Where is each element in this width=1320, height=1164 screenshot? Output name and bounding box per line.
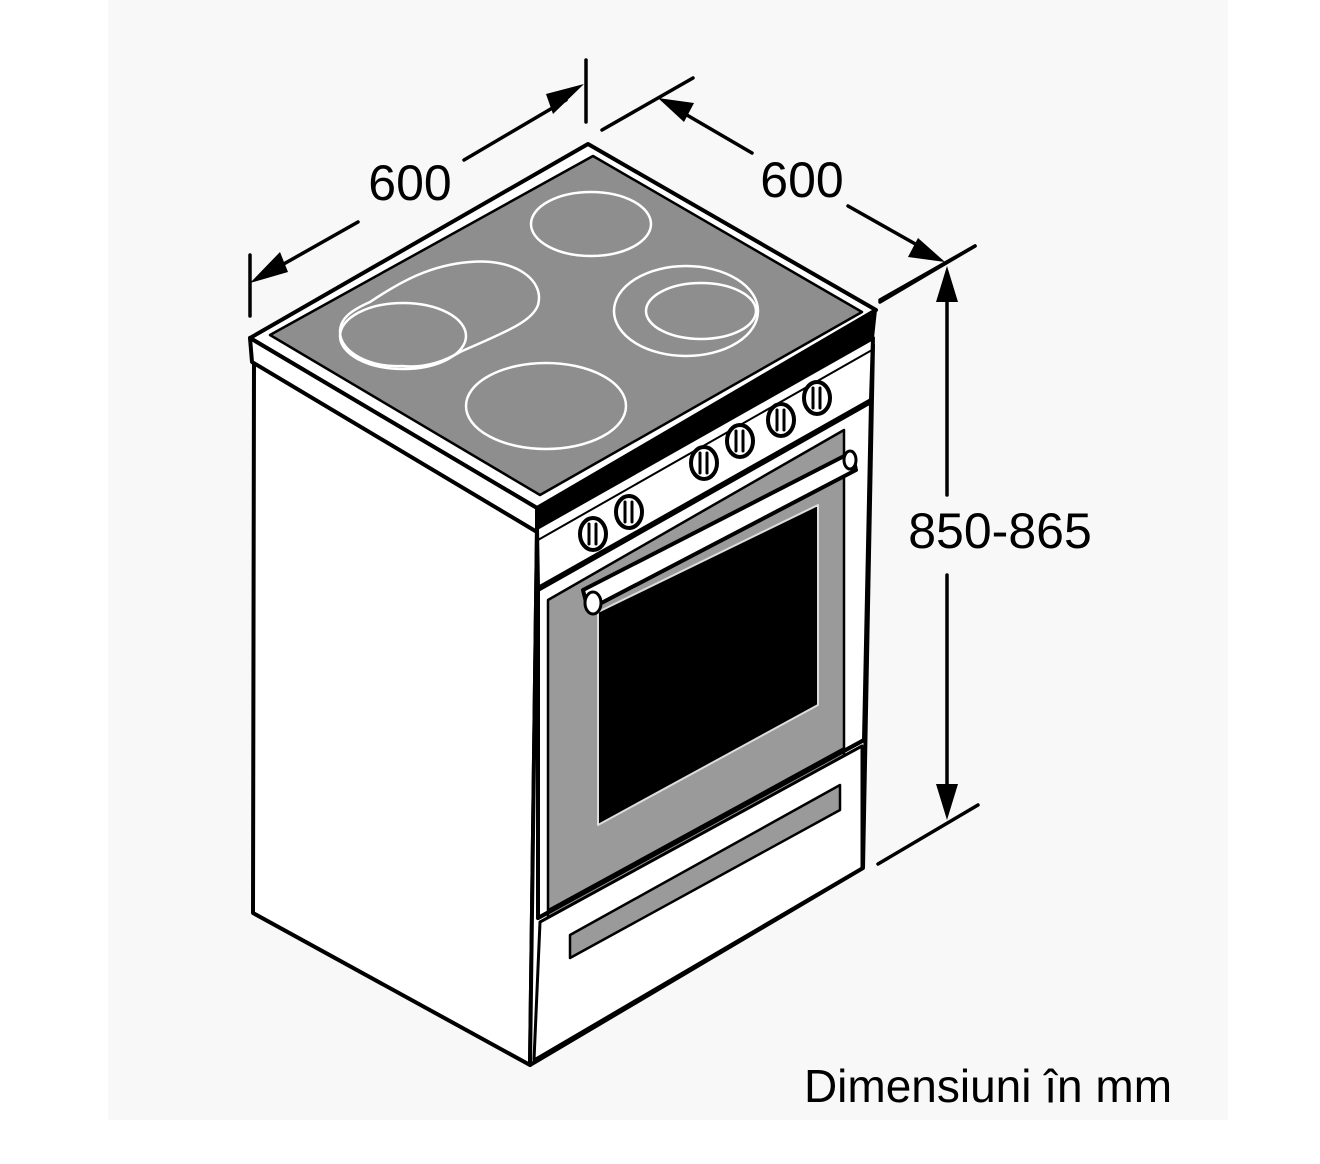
arrowheads [250, 84, 958, 820]
width-arrow-left [250, 252, 288, 283]
width-dimension-line-b [462, 98, 568, 162]
knob-4 [725, 423, 755, 459]
height-label: 850-865 [908, 503, 1092, 559]
zone-front-left [338, 301, 468, 371]
zone-front-right [464, 361, 628, 451]
dimension-lines [248, 58, 980, 866]
depth-arrow-back [658, 98, 694, 122]
cooktop-glass [268, 154, 864, 497]
height-extension-top [878, 244, 977, 304]
width-label: 600 [368, 155, 451, 211]
oven-handle [581, 449, 858, 616]
knobs [578, 380, 832, 552]
drawer-grey [568, 783, 842, 960]
depth-arrow-front [908, 238, 945, 262]
depth-dimension-line-a [678, 109, 754, 155]
oven-window [597, 504, 819, 826]
depth-extension-back [600, 76, 695, 132]
height-arrow-top [936, 266, 958, 302]
cooking-zones [338, 190, 760, 451]
caption: Dimensiuni în mm [804, 1060, 1172, 1112]
cooker [248, 142, 878, 1067]
knob-1 [578, 516, 608, 552]
knob-6 [802, 380, 832, 416]
width-arrow-right [546, 84, 584, 114]
zone-rear-right-inner [644, 281, 758, 341]
height-arrow-bottom [936, 784, 958, 820]
depth-dimension-line-b [846, 204, 928, 252]
knob-5 [766, 402, 796, 438]
height-extension-bottom [876, 803, 980, 866]
knob-2 [614, 494, 644, 530]
zone-rear-left [529, 190, 653, 258]
zone-rear-right-outer [612, 264, 760, 358]
depth-label: 600 [760, 152, 843, 208]
drawer-top-edge [536, 738, 866, 920]
knob-3 [689, 445, 719, 481]
